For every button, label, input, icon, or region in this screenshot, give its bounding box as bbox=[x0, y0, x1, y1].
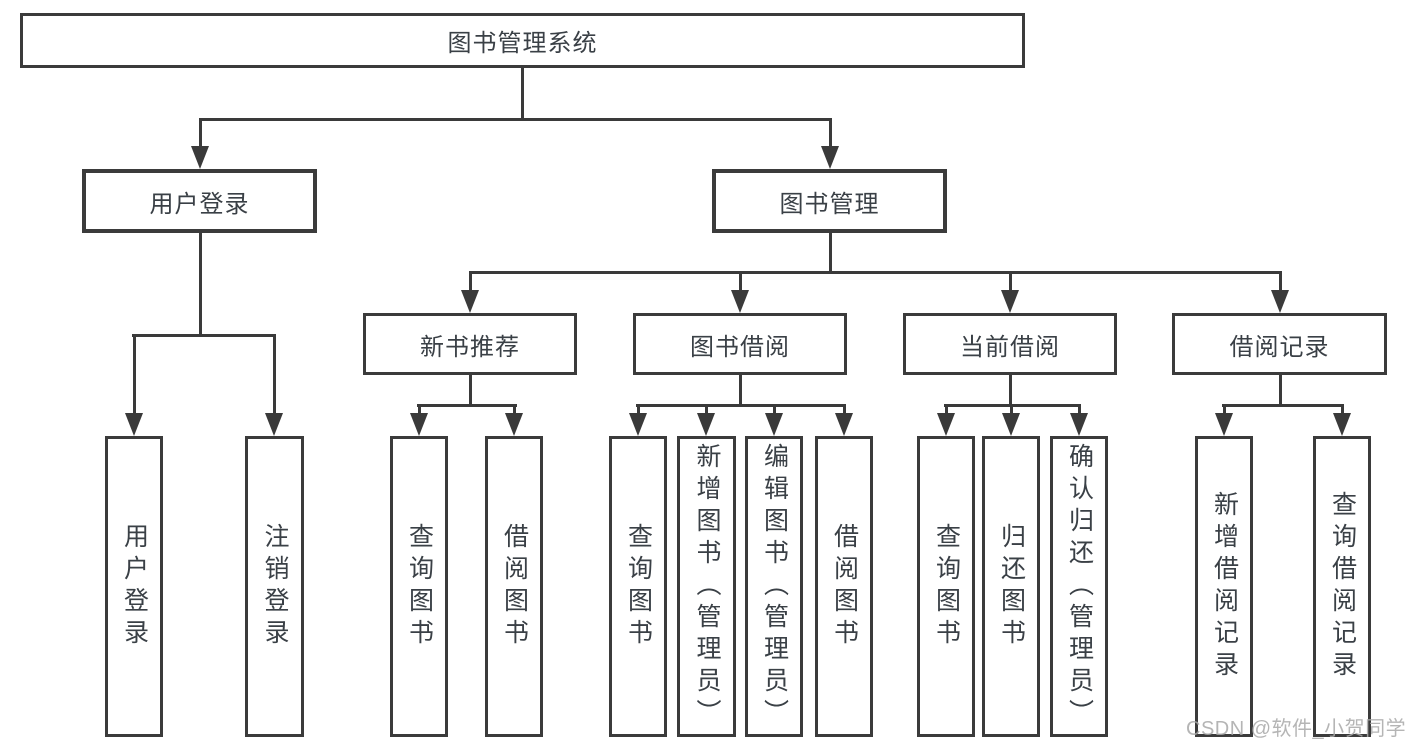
node-label: 确认归还（管理员） bbox=[1065, 442, 1094, 731]
leaf-logout-login: 注销登录 bbox=[245, 436, 304, 737]
connector-vline bbox=[418, 404, 421, 416]
connector-vline bbox=[1341, 404, 1344, 416]
leaf-borrowing-add-books-admin: 新增图书（管理员） bbox=[677, 436, 736, 737]
node-label: 归还图书 bbox=[997, 522, 1026, 651]
connector-vline bbox=[1223, 404, 1226, 416]
connector-vline bbox=[1009, 375, 1012, 406]
connector-vline bbox=[739, 271, 742, 291]
arrowhead-down bbox=[505, 413, 523, 436]
node-label: 图书管理系统 bbox=[447, 30, 598, 57]
node-label: 注销登录 bbox=[261, 522, 289, 651]
connector-vline bbox=[1279, 271, 1282, 291]
node-book-borrowing: 图书借阅 bbox=[633, 313, 847, 375]
node-label: 新书推荐 bbox=[420, 333, 520, 361]
node-label: 查询图书 bbox=[624, 522, 653, 651]
connector-vline bbox=[273, 334, 276, 414]
node-system-root: 图书管理系统 bbox=[20, 13, 1025, 68]
connector-vline bbox=[133, 334, 136, 414]
connector-hline bbox=[1222, 404, 1344, 407]
arrowhead-down bbox=[1002, 413, 1020, 436]
arrowhead-down bbox=[697, 413, 715, 436]
node-label: 借阅记录 bbox=[1229, 333, 1330, 361]
node-label: 编辑图书（管理员） bbox=[760, 442, 789, 731]
arrowhead-down bbox=[1001, 290, 1019, 313]
arrowhead-down bbox=[821, 146, 839, 169]
connector-vline bbox=[1078, 404, 1081, 416]
connector-hline bbox=[636, 404, 846, 407]
arrowhead-down bbox=[1215, 413, 1233, 436]
node-label: 新增借阅记录 bbox=[1210, 490, 1239, 683]
connector-vline bbox=[199, 233, 202, 337]
leaf-borrowing-edit-books-admin: 编辑图书（管理员） bbox=[745, 436, 803, 737]
connector-vline bbox=[469, 271, 472, 291]
leaf-recommend-query-books: 查询图书 bbox=[390, 436, 448, 737]
node-user-login: 用户登录 bbox=[82, 169, 317, 233]
connector-vline bbox=[829, 233, 832, 273]
arrowhead-down bbox=[1271, 290, 1289, 313]
node-new-book-recommendation: 新书推荐 bbox=[363, 313, 577, 375]
connector-vline bbox=[843, 404, 846, 416]
arrowhead-down bbox=[1333, 413, 1351, 436]
leaf-current-confirm-return-admin: 确认归还（管理员） bbox=[1050, 436, 1108, 737]
leaf-recommend-borrow-books: 借阅图书 bbox=[485, 436, 543, 737]
leaf-records-query-record: 查询借阅记录 bbox=[1313, 436, 1371, 737]
node-label: 新增图书（管理员） bbox=[693, 442, 721, 731]
connector-vline bbox=[521, 68, 524, 120]
watermark: CSDN @软件_小贺同学 bbox=[1186, 718, 1405, 740]
leaf-current-return-books: 归还图书 bbox=[982, 436, 1040, 737]
node-book-management: 图书管理 bbox=[712, 169, 947, 233]
node-label: 用户登录 bbox=[120, 522, 149, 651]
arrowhead-down bbox=[410, 413, 428, 436]
node-label: 图书借阅 bbox=[690, 333, 790, 361]
arrowhead-down bbox=[461, 290, 479, 313]
arrowhead-down bbox=[731, 290, 749, 313]
connector-hline bbox=[132, 334, 276, 337]
connector-hline bbox=[417, 404, 517, 407]
arrowhead-down bbox=[191, 146, 209, 169]
node-label: 查询借阅记录 bbox=[1328, 490, 1357, 683]
connector-vline bbox=[1010, 404, 1013, 416]
arrowhead-down bbox=[765, 413, 783, 436]
arrowhead-down bbox=[125, 413, 143, 436]
node-current-borrowing: 当前借阅 bbox=[903, 313, 1117, 375]
leaf-user-login: 用户登录 bbox=[105, 436, 163, 737]
arrowhead-down bbox=[629, 413, 647, 436]
node-label: 当前借阅 bbox=[960, 333, 1060, 361]
node-label: 查询图书 bbox=[405, 522, 434, 651]
connector-hline bbox=[469, 271, 1282, 274]
leaf-borrowing-query-books: 查询图书 bbox=[609, 436, 667, 737]
connector-vline bbox=[773, 404, 776, 416]
connector-vline bbox=[1009, 271, 1012, 291]
node-borrowing-records: 借阅记录 bbox=[1172, 313, 1387, 375]
leaf-current-query-books: 查询图书 bbox=[917, 436, 975, 737]
connector-vline bbox=[829, 118, 832, 147]
connector-vline bbox=[199, 118, 202, 147]
node-label: 用户登录 bbox=[149, 190, 250, 218]
leaf-borrowing-borrow-books: 借阅图书 bbox=[815, 436, 873, 737]
node-label: 借阅图书 bbox=[830, 522, 859, 651]
connector-vline bbox=[513, 404, 516, 416]
connector-vline bbox=[705, 404, 708, 416]
connector-vline bbox=[1279, 375, 1282, 406]
arrowhead-down bbox=[937, 413, 955, 436]
arrowhead-down bbox=[835, 413, 853, 436]
leaf-records-add-record: 新增借阅记录 bbox=[1195, 436, 1253, 737]
connector-vline bbox=[637, 404, 640, 416]
arrowhead-down bbox=[1070, 413, 1088, 436]
arrowhead-down bbox=[265, 413, 283, 436]
node-label: 图书管理 bbox=[779, 190, 880, 218]
node-label: 查询图书 bbox=[932, 522, 961, 651]
connector-hline bbox=[199, 118, 832, 121]
connector-vline bbox=[739, 375, 742, 406]
connector-vline bbox=[945, 404, 948, 416]
node-label: 借阅图书 bbox=[500, 522, 529, 651]
connector-vline bbox=[469, 375, 472, 406]
